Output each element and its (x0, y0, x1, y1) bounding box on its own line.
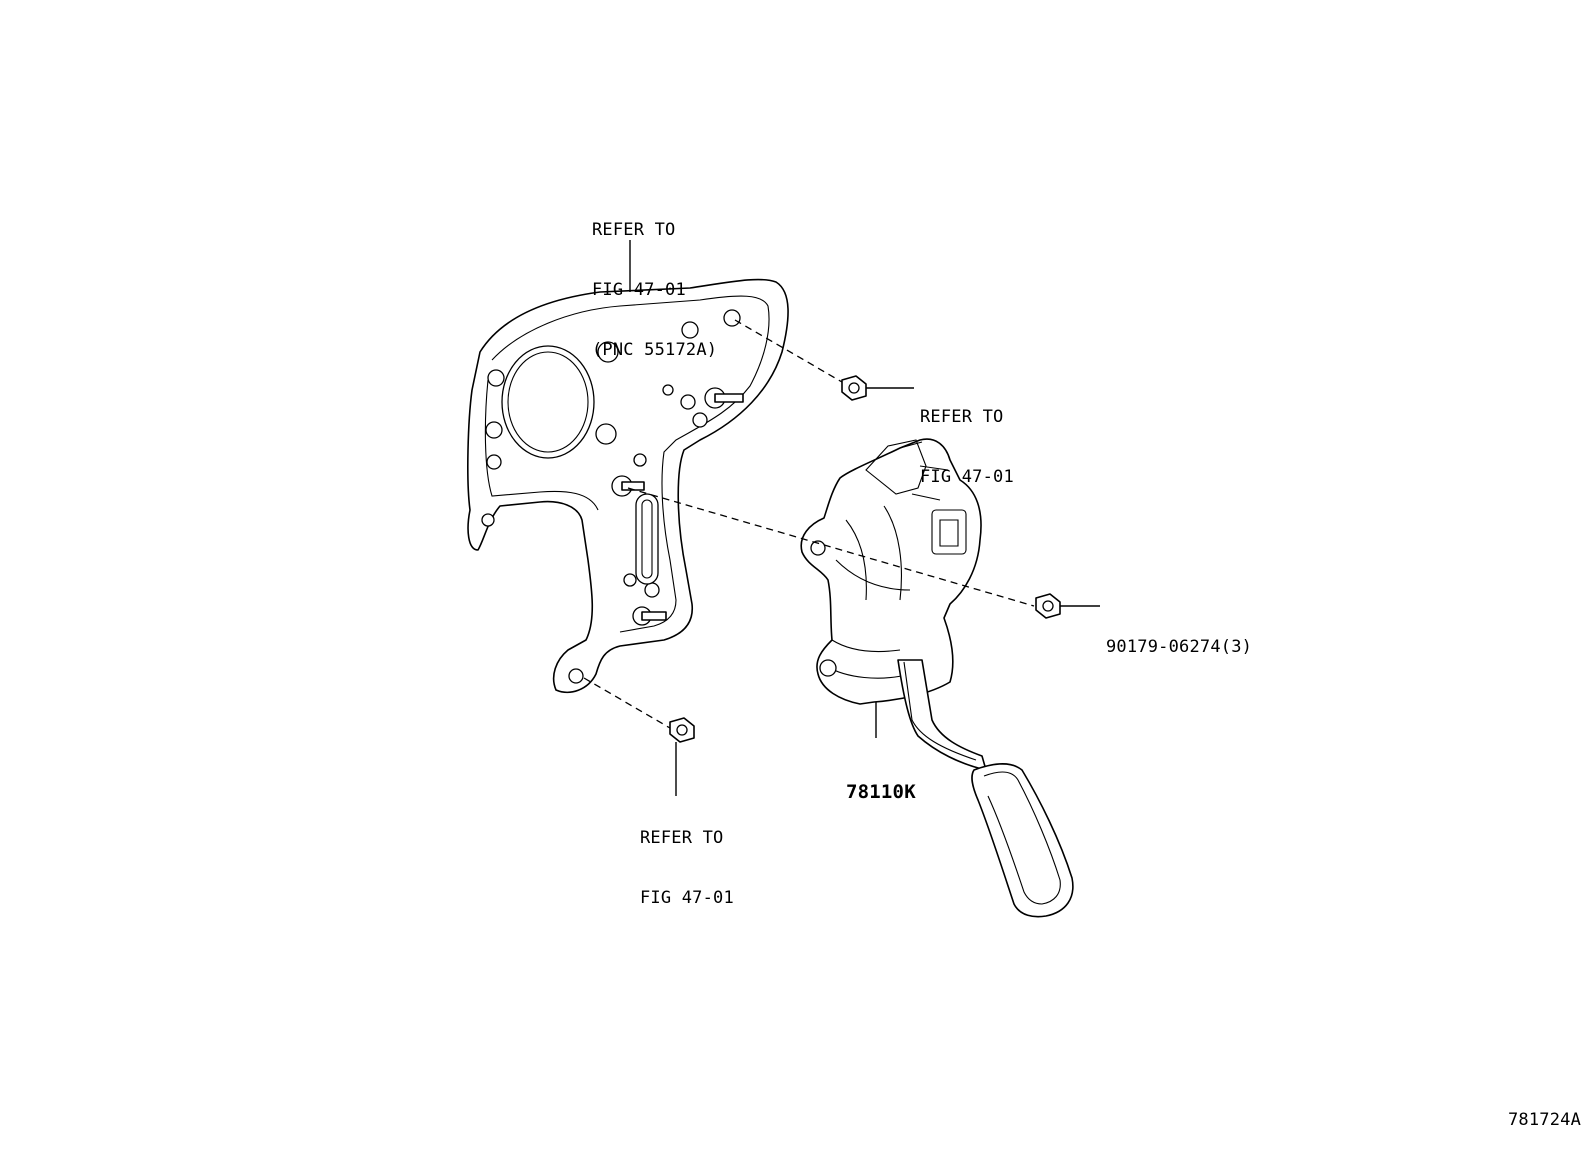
nut-bottom-reference-line-1: REFER TO (640, 828, 724, 848)
leader-lines (629, 240, 1100, 796)
figure-code-label: 781724A (1508, 1070, 1581, 1170)
parts-diagram: REFER TO FIG 47-01 (PNC 55172A) REFER TO… (467, 180, 1581, 1130)
nut-part-number: 90179-06274(3) (1106, 637, 1253, 657)
nut-bottom-reference-line-2: FIG 47-01 (640, 888, 734, 908)
diagram-drawing (467, 240, 1100, 918)
pedal-part-number-label: 78110K (846, 742, 916, 842)
bracket-reference-label: REFER TO FIG 47-01 (PNC 55172A) (592, 180, 717, 400)
assembly-lines (583, 319, 1035, 729)
pedal-part-number: 78110K (846, 781, 916, 803)
stud-bolt-icon (611, 387, 744, 626)
nut-top-reference-label: REFER TO FIG 47-01 (920, 367, 1014, 527)
figure-code: 781724A (1508, 1110, 1582, 1130)
hex-nut-icon (669, 375, 1061, 743)
accelerator-pedal-icon (800, 438, 1074, 918)
bracket-reference-line-3: (PNC 55172A) (592, 340, 718, 360)
bracket-reference-line-1: REFER TO (592, 220, 676, 240)
bracket-reference-line-2: FIG 47-01 (592, 280, 686, 300)
nut-part-number-label: 90179-06274(3) (1106, 597, 1252, 697)
nut-bottom-reference-label: REFER TO FIG 47-01 (640, 788, 734, 948)
nut-top-reference-line-2: FIG 47-01 (920, 467, 1014, 487)
nut-top-reference-line-1: REFER TO (920, 407, 1004, 427)
